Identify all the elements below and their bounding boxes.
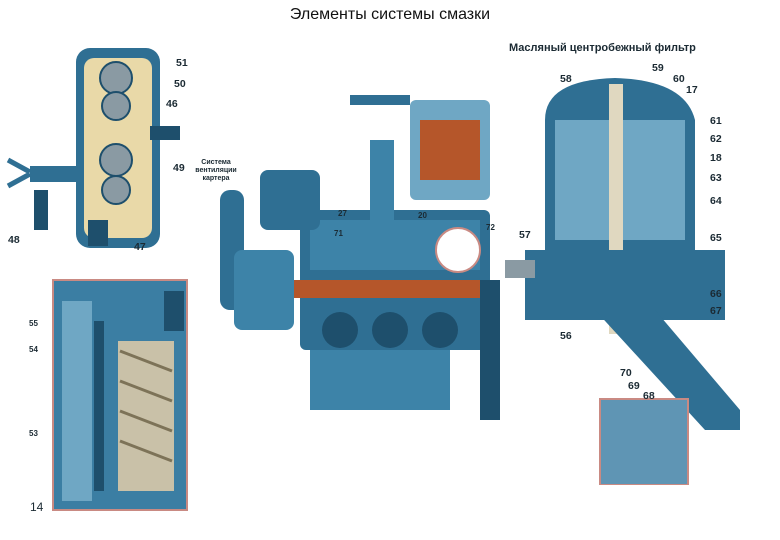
engine-illustration: 27 20 71 72	[210, 80, 506, 440]
oil-pump-illustration: 51 50 46 49 48 47	[0, 40, 200, 270]
callout-27: 27	[338, 209, 347, 218]
callout-54: 54	[29, 345, 38, 354]
callout-70: 70	[620, 367, 632, 379]
callout-51: 51	[176, 57, 188, 69]
callout-67: 67	[710, 305, 722, 317]
callout-65: 65	[710, 232, 722, 244]
callout-50: 50	[174, 78, 186, 90]
callout-62: 62	[710, 133, 722, 145]
filter-title: Масляный центробежный фильтр	[509, 42, 696, 54]
callout-63: 63	[710, 172, 722, 184]
callout-17: 17	[686, 84, 698, 96]
callout-68: 68	[643, 390, 655, 402]
callout-60: 60	[673, 73, 685, 85]
crankcase-ventilation-caption: Система вентиляции картера	[195, 159, 237, 182]
callout-72: 72	[486, 223, 495, 232]
callout-69: 69	[628, 380, 640, 392]
callout-53: 53	[29, 429, 38, 438]
callout-58: 58	[560, 73, 572, 85]
callout-61: 61	[710, 115, 722, 127]
callout-48: 48	[8, 234, 20, 246]
callout-18: 18	[710, 152, 722, 164]
inset-detail-illustration	[52, 279, 188, 511]
callout-71: 71	[334, 229, 343, 238]
callout-55: 55	[29, 319, 38, 328]
callout-56: 56	[560, 330, 572, 342]
page-number: 14	[30, 500, 44, 514]
oil-filter-illustration	[505, 60, 750, 485]
callout-49: 49	[173, 162, 185, 174]
page-title: Элементы системы смазки	[289, 6, 491, 23]
callout-20: 20	[418, 211, 427, 220]
callout-64: 64	[710, 195, 722, 207]
callout-59: 59	[652, 62, 664, 74]
callout-47: 47	[134, 241, 146, 253]
callout-57: 57	[519, 229, 531, 241]
callout-66: 66	[710, 288, 722, 300]
callout-46: 46	[166, 98, 178, 110]
